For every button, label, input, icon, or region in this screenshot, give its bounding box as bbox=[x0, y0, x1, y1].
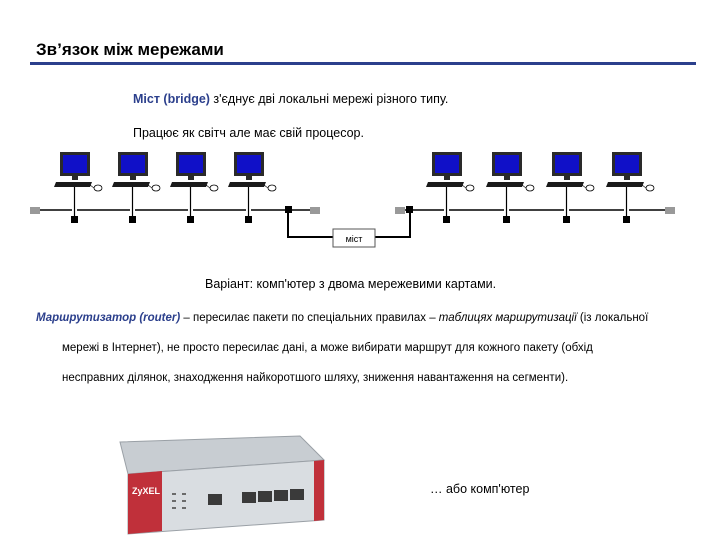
router-ports bbox=[208, 489, 304, 505]
left-segment bbox=[30, 207, 320, 214]
router-dash-text: – пересилає пакети по спеціальних правил… bbox=[180, 312, 439, 324]
bridge-device-label: міст bbox=[346, 234, 363, 244]
computer-icon bbox=[169, 151, 219, 224]
router-term: Маршрутизатор (router) bbox=[36, 312, 181, 324]
bridge-note: Працює як світч але має свій процесор. bbox=[133, 126, 364, 140]
computer-icon bbox=[425, 151, 475, 224]
computer-icon bbox=[545, 151, 595, 224]
router-alternative: … або комп'ютер bbox=[430, 482, 530, 496]
router-definition-line2: мережі в Інтернет), не просто пересилає … bbox=[62, 342, 593, 354]
router-definition-line1: Маршрутизатор (router) – пересилає пакет… bbox=[36, 312, 648, 324]
bridge-network-diagram: міст bbox=[30, 151, 675, 248]
page-title: Зв’язок між мережами bbox=[36, 40, 224, 59]
bridge-definition: Міст (bridge) з'єднує дві локальні мереж… bbox=[133, 92, 448, 106]
right-segment bbox=[395, 207, 675, 214]
bridge-variant: Варіант: комп'ютер з двома мережевими ка… bbox=[205, 277, 497, 291]
router-tables-text: таблицях маршрутизації bbox=[438, 312, 577, 324]
title-underline bbox=[30, 62, 696, 65]
router-brand: ZyXEL bbox=[132, 486, 161, 496]
bridge-description: з'єднує дві локальні мережі різного типу… bbox=[209, 92, 449, 106]
router-leds bbox=[172, 493, 186, 509]
bridge-term: Міст (bridge) bbox=[133, 92, 210, 106]
router-line1-end: (із локальної bbox=[576, 312, 649, 324]
bridge-links bbox=[285, 206, 413, 238]
computer-icon bbox=[227, 151, 277, 224]
computer-icon bbox=[111, 151, 161, 224]
computer-icon bbox=[53, 151, 103, 224]
bridge-device: міст bbox=[332, 228, 376, 248]
router-definition-line3: несправних ділянок, знаходження найкорот… bbox=[62, 372, 569, 384]
computer-icon bbox=[605, 151, 655, 224]
computer-icon bbox=[485, 151, 535, 224]
router-device-image: ZyXEL bbox=[119, 435, 326, 535]
